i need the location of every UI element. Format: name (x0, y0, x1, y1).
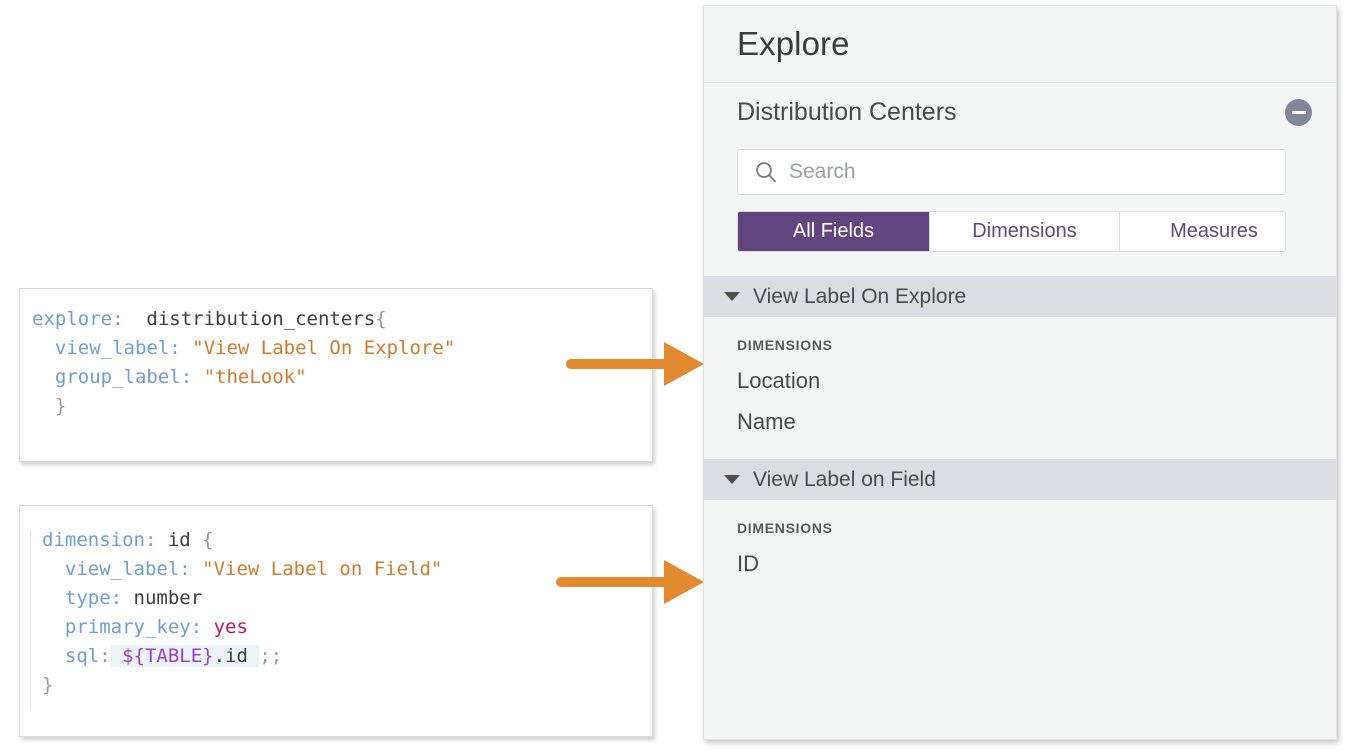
tab-all-fields[interactable]: All Fields (738, 212, 930, 251)
code-token: ;; (259, 645, 283, 667)
field-item[interactable]: ID (737, 551, 759, 576)
panel-title-bar: Explore (704, 6, 1336, 83)
chevron-down-icon (724, 292, 740, 301)
field-group-label: View Label On Explore (753, 284, 967, 308)
section-label-dimensions: DIMENSIONS (737, 337, 833, 353)
section-label-dimensions: DIMENSIONS (737, 520, 833, 536)
code-indent-guide (30, 530, 31, 708)
code-token: view_label: (32, 337, 181, 359)
code-line: dimension: id { (42, 526, 652, 555)
code-token: primary_key: (42, 616, 203, 638)
code-token: .id (213, 645, 260, 667)
code-snippet-dimension: dimension: id { view_label: "View Label … (19, 505, 653, 737)
field-filter-tabs: All Fields Dimensions Measures (737, 211, 1286, 252)
code-token: } (42, 674, 54, 696)
code-line: type: number (42, 584, 652, 613)
code-line: } (32, 392, 652, 421)
page-title: Explore (737, 25, 850, 62)
code-line: group_label: "theLook" (32, 363, 652, 392)
code-token: "View Label on Field" (190, 558, 443, 580)
chevron-down-icon (724, 475, 740, 484)
search-placeholder: Search (789, 160, 856, 183)
search-wrap: Search (704, 141, 1336, 195)
code-token: { (202, 529, 214, 551)
code-token: id (156, 529, 203, 551)
code-line: explore: distribution_centers{ (32, 305, 652, 334)
code-snippet-explore: explore: distribution_centers{ view_labe… (19, 288, 653, 462)
field-group-body: DIMENSIONS Location Name (704, 317, 1336, 459)
code-token: sql: (42, 645, 111, 667)
search-icon (756, 162, 776, 183)
code-line: sql: ${TABLE}.id ;; (42, 642, 652, 671)
field-group-header[interactable]: View Label on Field (704, 459, 1336, 500)
code-token: yes (202, 616, 248, 638)
view-name: Distribution Centers (737, 97, 957, 126)
code-token: "theLook" (192, 366, 307, 388)
explore-panel: Explore Distribution Centers Search All … (703, 5, 1337, 740)
field-item[interactable]: Name (737, 409, 796, 434)
code-token: { (375, 308, 387, 330)
field-group-body: DIMENSIONS ID (704, 500, 1336, 601)
code-token: "View Label On Explore" (180, 337, 456, 359)
arrow-head (664, 342, 704, 386)
code-token: ${TABLE} (110, 645, 214, 667)
code-token: distribution_centers (123, 308, 376, 330)
code-line: view_label: "View Label On Explore" (32, 334, 652, 363)
field-group-header[interactable]: View Label On Explore (704, 276, 1336, 317)
field-item[interactable]: Location (737, 368, 821, 393)
search-input[interactable]: Search (737, 149, 1286, 195)
code-line: } (42, 671, 652, 700)
code-token: group_label: (32, 366, 193, 388)
code-token: type: (42, 587, 123, 609)
tab-dimensions[interactable]: Dimensions (930, 212, 1120, 251)
code-token: number (122, 587, 203, 609)
field-list: View Label On Explore DIMENSIONS Locatio… (704, 276, 1336, 601)
code-line: view_label: "View Label on Field" (42, 555, 652, 584)
code-token: dimension: (42, 529, 157, 551)
code-token: explore: (32, 308, 124, 330)
code-token: view_label: (42, 558, 191, 580)
arrow-head (664, 560, 704, 604)
code-token: } (32, 395, 67, 417)
view-header: Distribution Centers (704, 83, 1336, 141)
minus-bar (1291, 110, 1306, 114)
field-group-label: View Label on Field (753, 467, 936, 491)
minus-circle-icon[interactable] (1285, 98, 1312, 126)
tab-measures[interactable]: Measures (1120, 212, 1285, 251)
code-line: primary_key: yes (42, 613, 652, 642)
